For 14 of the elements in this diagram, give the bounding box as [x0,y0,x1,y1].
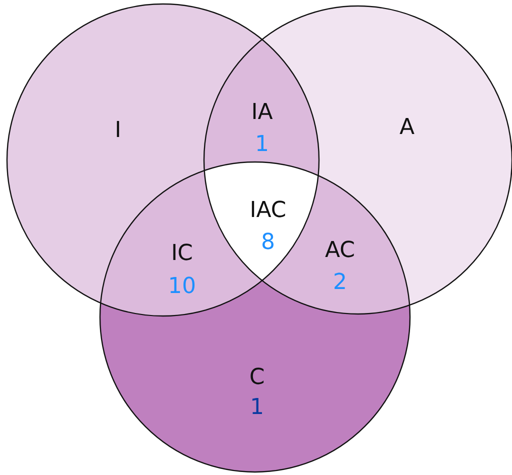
set-label: A [399,117,415,139]
set-circle [6,3,320,317]
region-label: IAC [250,200,286,222]
region-label: IA [251,102,273,124]
set-circle [99,161,411,473]
set-label: I [114,120,122,142]
count-label: 1 [255,134,269,156]
count-label: 10 [168,276,196,298]
count-label: 1 [250,397,264,419]
region-label: IC [171,243,193,265]
region-label: AC [324,240,356,262]
count-label: 2 [333,272,347,294]
count-label: 8 [261,232,275,254]
set-label: C [249,367,265,389]
